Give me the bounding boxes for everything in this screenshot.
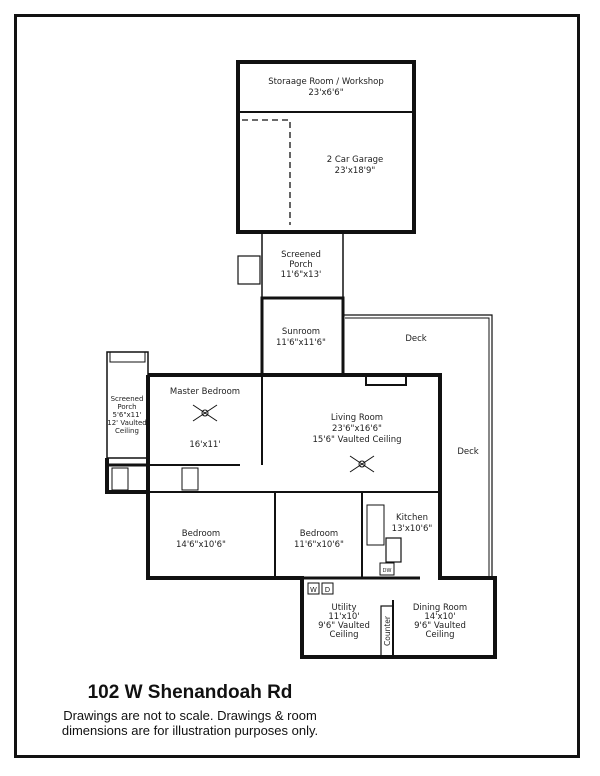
- bedroom-2-dims: 11'6"x10'6": [294, 540, 344, 550]
- utility-note: 9'6" Vaulted: [318, 621, 370, 631]
- small-porch-label: Screened: [111, 395, 144, 403]
- deck-top-label: Deck: [405, 334, 426, 344]
- disclaimer-line-1: Drawings are not to scale. Drawings & ro…: [63, 708, 317, 723]
- ceiling-fan-icon: [349, 455, 375, 473]
- kitchen-dims: 13'x10'6": [392, 524, 433, 534]
- dishwasher: [379, 562, 395, 576]
- kitchen-label: Kitchen: [396, 513, 428, 523]
- garage-dims: 23'x18'9": [335, 166, 376, 176]
- kitchen-counter: [366, 504, 385, 546]
- ceiling-fan-icon: [192, 404, 218, 422]
- parking-space: [242, 119, 291, 225]
- living-room-note: 15'6" Vaulted Ceiling: [313, 435, 402, 445]
- dining-room-note: 9'6" Vaulted: [414, 621, 466, 631]
- disclaimer-line-2: dimensions are for illustration purposes…: [61, 723, 319, 738]
- utility-dims: 11'x10': [328, 612, 359, 622]
- fireplace: [365, 374, 407, 386]
- sunroom-label: Sunroom: [282, 327, 320, 337]
- counter-block: [380, 605, 394, 658]
- storage-room-dims: 23'x6'6": [308, 88, 343, 98]
- dining-room-note-2: Ceiling: [425, 630, 454, 640]
- sunroom-dims: 11'6"x11'6": [276, 338, 326, 348]
- screened-porch-dims: 11'6"x13': [281, 270, 322, 280]
- living-room-dims: 23'6"x16'6": [332, 424, 382, 434]
- living-room-label: Living Room: [331, 413, 383, 423]
- small-porch-label-2: Porch: [117, 403, 136, 411]
- dining-room-label: Dining Room: [413, 603, 467, 613]
- disclaimer: Drawings are not to scale. Drawings & ro…: [0, 708, 380, 738]
- garage-label: 2 Car Garage: [327, 155, 384, 165]
- bathtub: [111, 467, 129, 491]
- small-porch-note: 12' Vaulted: [107, 419, 146, 427]
- property-address: 102 W Shenandoah Rd: [87, 682, 293, 703]
- dryer-label: D: [325, 586, 330, 594]
- small-porch-steps: [109, 351, 146, 363]
- deck-outline-inner: [345, 317, 490, 578]
- small-porch-dims: 5'6"x11': [112, 411, 141, 419]
- bedroom-2-label: Bedroom: [300, 529, 338, 539]
- master-bedroom-label: Master Bedroom: [170, 387, 240, 397]
- washer-label: W: [310, 586, 317, 594]
- small-porch-note-2: Ceiling: [115, 427, 139, 435]
- shower: [181, 467, 199, 491]
- bedroom-1-dims: 14'6"x10'6": [176, 540, 226, 550]
- dryer: [321, 582, 334, 595]
- stairs: [237, 255, 261, 285]
- screened-porch-label-2: Porch: [289, 260, 312, 270]
- utility-label: Utility: [331, 603, 356, 613]
- master-bedroom-dims: 16'x11': [189, 440, 220, 450]
- bedroom-1-label: Bedroom: [182, 529, 220, 539]
- deck-outline: [343, 314, 493, 578]
- stove: [385, 537, 402, 563]
- screened-porch-label: Screened: [281, 250, 321, 260]
- counter-label: Counter: [383, 615, 392, 646]
- dishwasher-label: DW: [383, 568, 392, 574]
- storage-room-label: Storaage Room / Workshop: [268, 77, 384, 87]
- page-border: [14, 14, 580, 758]
- main-house-walls: [105, 373, 497, 659]
- washer: [307, 582, 320, 595]
- dining-room-dims: 14'x10': [424, 612, 455, 622]
- deck-right-label: Deck: [457, 447, 478, 457]
- utility-note-2: Ceiling: [329, 630, 358, 640]
